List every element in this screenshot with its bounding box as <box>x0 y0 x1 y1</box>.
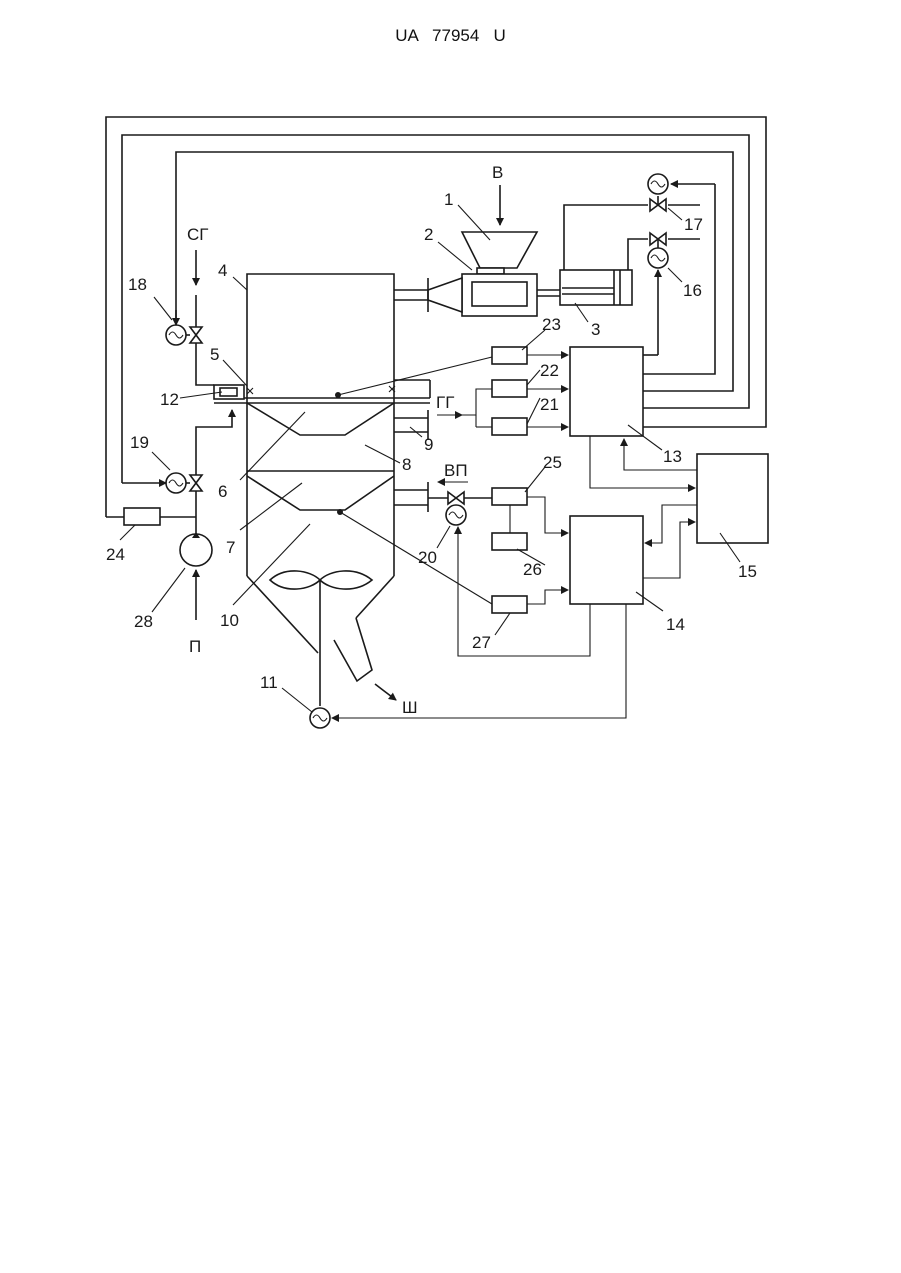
label-5: 5 <box>210 345 219 364</box>
label-11: 11 <box>260 673 278 692</box>
stirrer-drive <box>310 708 330 728</box>
label-12: 12 <box>160 390 179 409</box>
stream-label-sg: СГ <box>187 225 208 244</box>
hopper <box>462 232 537 274</box>
drive-17 <box>648 174 668 194</box>
sensor-22 <box>492 380 527 397</box>
stream-label-b: В <box>492 163 503 182</box>
sensor-25 <box>492 488 527 505</box>
drive-18 <box>166 325 186 345</box>
label-4: 4 <box>218 261 227 280</box>
drive-16 <box>648 248 668 268</box>
label-28: 28 <box>134 612 153 631</box>
stream-label-vp: ВП <box>444 461 468 480</box>
label-25: 25 <box>543 453 562 472</box>
controller-13 <box>570 347 643 436</box>
gas-outlet <box>394 410 428 440</box>
drive-20 <box>446 505 466 525</box>
label-3: 3 <box>591 320 600 339</box>
label-21: 21 <box>540 395 559 414</box>
label-7: 7 <box>226 538 235 557</box>
label-6: 6 <box>218 482 227 501</box>
stream-label-sh: Ш <box>402 698 418 717</box>
valve-18 <box>190 327 202 343</box>
label-8: 8 <box>402 455 411 474</box>
flow-meter-24 <box>124 508 160 525</box>
label-1: 1 <box>444 190 453 209</box>
valve-17 <box>650 196 666 211</box>
stream-label-gg: ГГ <box>436 393 454 412</box>
sensor-26 <box>492 533 527 550</box>
stirrer <box>270 571 372 706</box>
leader-lines <box>120 205 740 712</box>
label-20: 20 <box>418 548 437 567</box>
valve-19 <box>190 475 202 491</box>
label-16: 16 <box>683 281 702 300</box>
label-14: 14 <box>666 615 685 634</box>
label-10: 10 <box>220 611 239 630</box>
drive-19 <box>166 473 186 493</box>
label-24: 24 <box>106 545 125 564</box>
lower-cone <box>247 471 394 510</box>
label-2: 2 <box>424 225 433 244</box>
label-22: 22 <box>540 361 559 380</box>
label-13: 13 <box>663 447 682 466</box>
sensor-27 <box>492 596 527 613</box>
label-27: 27 <box>472 633 491 652</box>
sensor-21 <box>492 418 527 435</box>
controller-14 <box>570 516 643 604</box>
label-19: 19 <box>130 433 149 452</box>
label-17: 17 <box>684 215 703 234</box>
hydraulic-cylinder <box>537 270 632 305</box>
controller-15 <box>697 454 768 543</box>
stream-label-p: П <box>189 637 201 656</box>
screw-feeder <box>428 274 537 316</box>
air-duct <box>394 482 428 512</box>
label-15: 15 <box>738 562 757 581</box>
label-23: 23 <box>542 315 561 334</box>
label-26: 26 <box>523 560 542 579</box>
label-18: 18 <box>128 275 147 294</box>
pump-28 <box>180 532 212 566</box>
label-9: 9 <box>424 435 433 454</box>
valve-20 <box>448 492 464 504</box>
